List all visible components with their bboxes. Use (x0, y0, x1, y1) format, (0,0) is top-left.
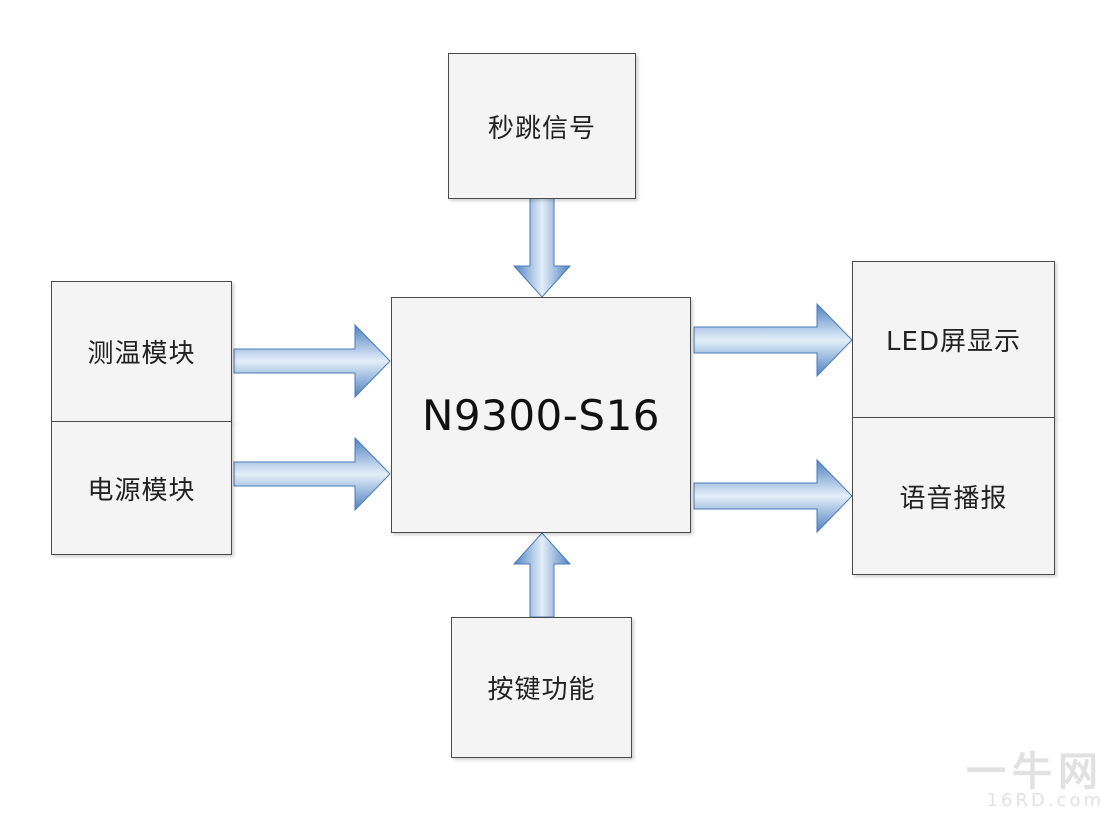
block-led-display: LED屏显示 (852, 261, 1055, 418)
watermark: 一牛网 16RD.com (966, 752, 1104, 810)
block-temperature-module-label: 测温模块 (87, 339, 196, 369)
block-second-pulse: 秒跳信号 (448, 53, 636, 199)
arrow-bottom-up (512, 532, 572, 618)
block-key-function: 按键功能 (451, 617, 632, 758)
block-voice-broadcast-label: 语音播报 (899, 483, 1008, 514)
arrow-right-upper (693, 302, 853, 378)
block-power-module-label: 电源模块 (87, 475, 196, 506)
watermark-cn: 一牛网 (966, 749, 1104, 795)
arrow-right-lower (693, 458, 853, 534)
block-key-function-label: 按键功能 (487, 675, 596, 705)
block-led-display-label: LED屏显示 (886, 327, 1021, 357)
block-main-chip-label: N9300-S16 (421, 390, 661, 440)
block-main-chip: N9300-S16 (391, 297, 691, 533)
arrow-top-down (512, 197, 572, 298)
arrow-left-upper (233, 323, 391, 399)
arrow-left-lower (233, 436, 391, 512)
block-temperature-module: 测温模块 (51, 281, 232, 422)
watermark-en: 16RD.com (986, 790, 1104, 811)
block-second-pulse-label: 秒跳信号 (487, 113, 596, 144)
block-power-module: 电源模块 (51, 421, 232, 555)
block-voice-broadcast: 语音播报 (852, 417, 1055, 575)
